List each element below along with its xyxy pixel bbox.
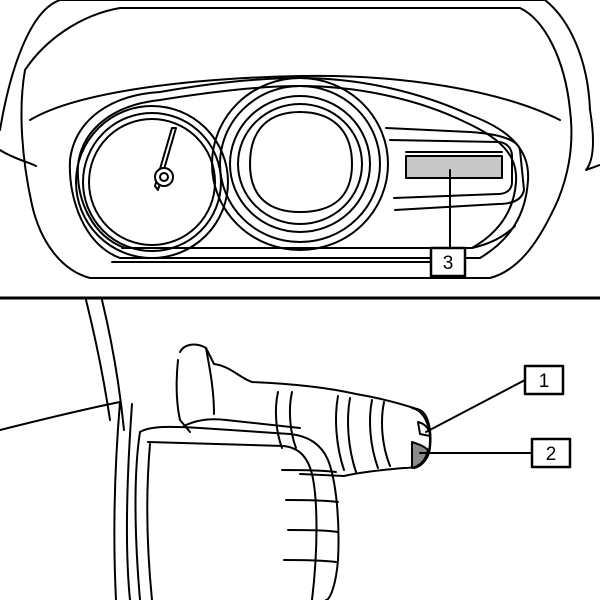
speedometer-ring-4	[237, 103, 363, 225]
lower-lever-grip-3	[287, 529, 339, 533]
callout-1-label: 1	[539, 371, 550, 392]
display-pod-inner	[389, 139, 513, 199]
display-pod-outer	[385, 127, 525, 211]
display-pod	[385, 127, 525, 211]
speedometer-face	[249, 111, 353, 213]
stalk-ridge-3	[335, 395, 345, 471]
stalk-ridge-4	[347, 397, 357, 473]
callout-3-box	[429, 246, 467, 278]
lower-lever-grip-4	[283, 559, 337, 563]
stalk-ridge-1	[274, 391, 283, 449]
stalk-base	[179, 343, 432, 477]
stalk-top-edge	[205, 347, 215, 415]
lcd-display-icon	[405, 155, 503, 179]
dashboard-hood-left-edge	[0, 149, 37, 167]
control-stalk-icon	[175, 343, 432, 477]
callout-1-leader	[425, 379, 526, 433]
tachometer-hub	[154, 167, 174, 187]
tachometer-hub-center	[159, 172, 169, 182]
cluster-bottom-frame	[121, 225, 516, 249]
callout-2-label: 2	[546, 444, 557, 465]
tachometer-inner-ring	[88, 118, 216, 246]
stalk-tip-lower	[411, 441, 429, 469]
lower-lever-grip-1	[281, 469, 337, 473]
cluster-bezel-outer	[68, 77, 530, 259]
steering-column-shroud	[85, 299, 125, 431]
stalk-ridge-2	[288, 391, 297, 449]
stalk-ridge-5	[369, 399, 379, 469]
speedometer-outer-ring	[211, 77, 389, 251]
tachometer-icon	[75, 105, 229, 259]
callout-3-label: 3	[443, 253, 454, 274]
dashboard-hood-line	[29, 74, 561, 121]
lower-lever-top-edge	[183, 418, 301, 429]
control-stalk-panel: 1 2	[0, 299, 572, 601]
speedometer-ring-2	[219, 85, 381, 243]
speedometer-ring-3	[229, 95, 371, 233]
lower-lever-grip-2	[285, 499, 339, 503]
stalk-rear	[175, 359, 191, 433]
lower-lever-inner	[147, 441, 318, 601]
lower-lever	[134, 418, 340, 601]
callout-2-box	[530, 437, 572, 469]
speedometer-icon	[211, 77, 389, 251]
lower-lever-left	[134, 431, 153, 601]
lower-lever-body	[139, 425, 340, 601]
tachometer-mid-ring	[82, 112, 222, 252]
steering-column-curve	[113, 401, 133, 601]
callout-1-box	[523, 364, 565, 396]
dashboard-hood-inner	[20, 7, 573, 279]
stalk-ridge-6	[381, 401, 391, 467]
tachometer-outer-ring	[75, 105, 229, 259]
instrument-cluster-panel: 3	[0, 0, 600, 279]
dashboard-hood-outline	[0, 0, 600, 171]
steering-column-left-line	[0, 401, 121, 431]
